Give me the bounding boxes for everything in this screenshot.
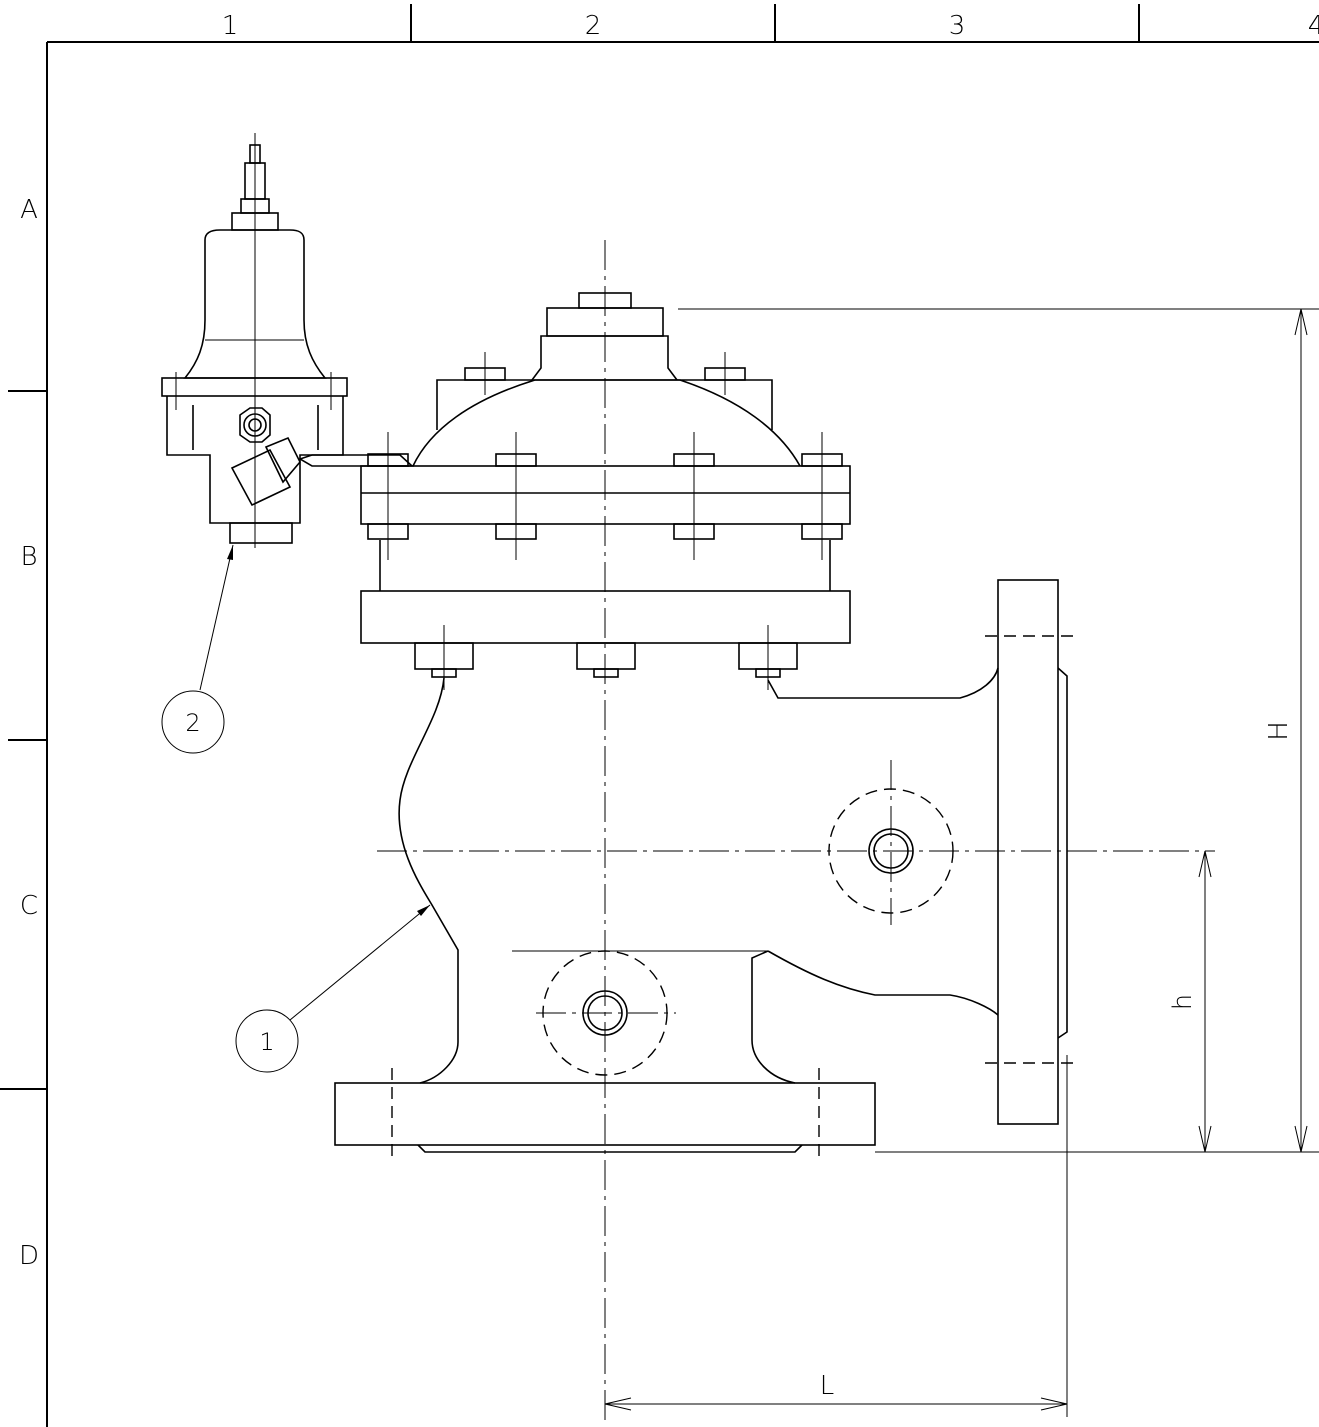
column-label-3: 3	[949, 11, 966, 41]
outlet-side-port-boss	[828, 788, 954, 914]
zone-labels: 1 2 3 4 A B C D	[19, 11, 1319, 1271]
dimension-face-to-center: L	[604, 1055, 1068, 1417]
pilot-valve	[161, 133, 415, 548]
row-label-d: D	[19, 1241, 39, 1271]
row-label-a: A	[20, 195, 38, 225]
centerlines	[377, 240, 1215, 1420]
inlet-flange	[334, 1082, 876, 1146]
inlet-side-port-boss	[542, 950, 668, 1076]
outlet-flange	[997, 579, 1059, 1125]
sheet-frame	[0, 4, 1319, 1427]
cover-flange	[360, 465, 851, 525]
bonnet-dome	[412, 379, 801, 467]
callout-2: 2	[161, 544, 234, 754]
column-label-2: 2	[585, 11, 602, 41]
callout-2-number: 2	[185, 709, 200, 737]
dimension-label-L: L	[820, 1371, 835, 1401]
column-label-1: 1	[222, 11, 239, 41]
dimension-label-h: h	[1168, 994, 1198, 1010]
bonnet-assembly	[360, 292, 851, 690]
row-label-b: B	[20, 542, 37, 572]
column-label-4: 4	[1308, 11, 1319, 41]
row-label-c: C	[20, 891, 38, 921]
dimension-label-H: H	[1264, 721, 1294, 741]
outlet-side-port	[868, 828, 914, 874]
dimension-centerline-height: h	[1168, 850, 1212, 1153]
main-valve-body	[334, 579, 1080, 1160]
callout-1-number: 1	[259, 1028, 274, 1056]
callout-1: 1	[235, 904, 431, 1073]
dimension-overall-height: H	[678, 308, 1319, 1153]
inlet-side-port	[582, 990, 628, 1036]
